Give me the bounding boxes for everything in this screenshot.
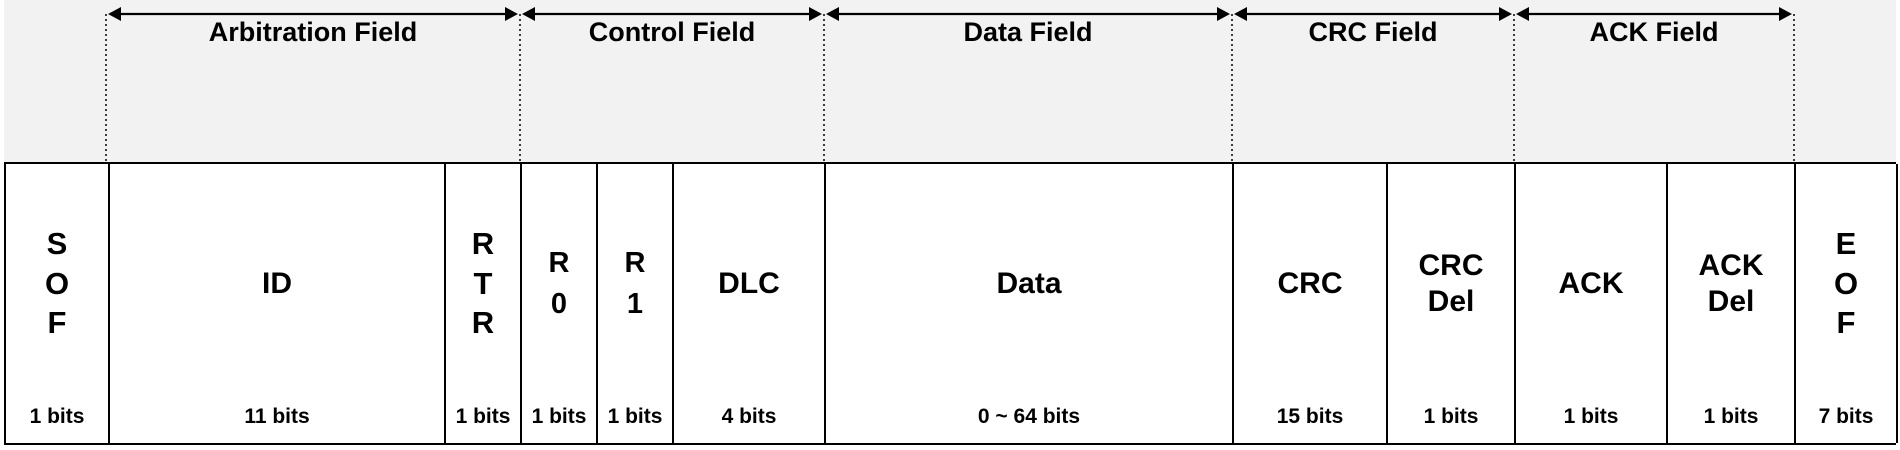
cell-ack-del: ACK Del 1 bits [1668, 164, 1796, 443]
cell-bits: 1 bits [1703, 405, 1759, 428]
cell-bits: 11 bits [244, 405, 310, 428]
cell-bits: 1 bits [607, 405, 663, 428]
field-label-data: Data Field [963, 17, 1093, 47]
cell-bits: 1 bits [29, 405, 85, 428]
arrowhead-right [1499, 7, 1512, 21]
cell-crc: CRC 15 bits [1234, 164, 1388, 443]
cell-ack: ACK 1 bits [1516, 164, 1668, 443]
cell-r0: R 0 1 bits [522, 164, 598, 443]
arrowhead-left [826, 7, 839, 21]
cell-label: CRC Del [1418, 249, 1484, 318]
cell-label: CRC [1277, 266, 1343, 300]
cell-label: ACK [1558, 266, 1624, 300]
cell-eof: E O F 7 bits [1796, 164, 1898, 443]
cell-rtr: R T R 1 bits [446, 164, 522, 443]
cell-bits: 1 bits [1563, 405, 1619, 428]
cell-bits: 1 bits [1423, 405, 1479, 428]
cell-label: R T R [471, 226, 495, 341]
header-background [4, 0, 1896, 164]
cell-bits: 15 bits [1276, 405, 1344, 428]
field-label-ack: ACK Field [1589, 17, 1719, 47]
cell-sof: S O F 1 bits [6, 164, 110, 443]
cell-crc-del: CRC Del 1 bits [1388, 164, 1516, 443]
arrowhead-right [1217, 7, 1230, 21]
arrowhead-left [1516, 7, 1529, 21]
cell-bits: 1 bits [531, 405, 587, 428]
arrowhead-left [522, 7, 535, 21]
cell-label: DLC [718, 266, 780, 300]
cell-id: ID 11 bits [110, 164, 446, 443]
arrowhead-left [108, 7, 121, 21]
cell-label: E O F [1833, 226, 1859, 341]
bracket-arrows [105, 7, 1795, 164]
cell-label: R 1 [624, 247, 646, 320]
cell-label: Data [996, 266, 1062, 300]
arrowhead-right [809, 7, 822, 21]
cell-bits: 1 bits [455, 405, 511, 428]
arrowhead-right [505, 7, 518, 21]
frame-row: S O F 1 bits ID 11 bits R T R 1 bits R 0… [4, 162, 1898, 445]
cell-label: S O F [44, 226, 70, 341]
cell-label: R 0 [548, 247, 570, 320]
cell-bits: 4 bits [721, 405, 777, 428]
cell-r1: R 1 1 bits [598, 164, 674, 443]
cell-label: ACK Del [1698, 249, 1764, 318]
cell-dlc: DLC 4 bits [674, 164, 826, 443]
arrowhead-left [1234, 7, 1247, 21]
cell-data: Data 0 ~ 64 bits [826, 164, 1234, 443]
field-label-crc: CRC Field [1308, 17, 1438, 47]
arrowhead-right [1779, 7, 1792, 21]
field-brackets [4, 0, 1896, 164]
cell-bits: 0 ~ 64 bits [977, 405, 1081, 428]
field-label-control: Control Field [588, 17, 756, 47]
cell-label: ID [262, 266, 292, 300]
cell-bits: 7 bits [1818, 405, 1874, 428]
field-label-arbitration: Arbitration Field [208, 17, 418, 47]
